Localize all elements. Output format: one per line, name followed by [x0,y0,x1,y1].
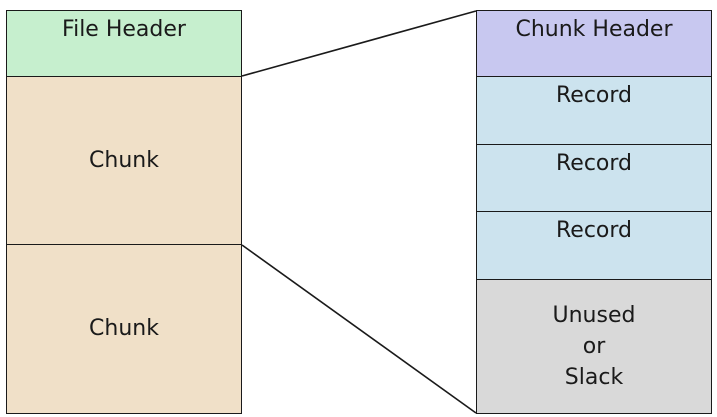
chunk-label-2: Chunk [89,316,159,341]
chunk-header-label: Chunk Header [515,17,673,42]
record-label-1: Record [555,83,632,108]
chunk-label-1: Chunk [89,148,159,173]
record-label-3: Record [555,218,632,243]
connector-top-line [241,10,477,77]
record-block-1: Record [476,76,712,146]
slack-block: Unused or Slack [476,279,712,414]
file-header-block: File Header [6,10,242,78]
chunk-header-block: Chunk Header [476,10,712,78]
record-block-2: Record [476,144,712,213]
record-label-2: Record [555,151,632,176]
chunk-block-1: Chunk [6,76,242,246]
file-header-label: File Header [62,17,186,42]
slack-line-2: or [582,334,606,359]
connector-bottom-line [241,244,477,414]
slack-line-1: Unused [552,303,636,328]
chunk-block-2: Chunk [6,244,242,414]
record-block-3: Record [476,211,712,281]
slack-line-3: Slack [564,365,624,390]
